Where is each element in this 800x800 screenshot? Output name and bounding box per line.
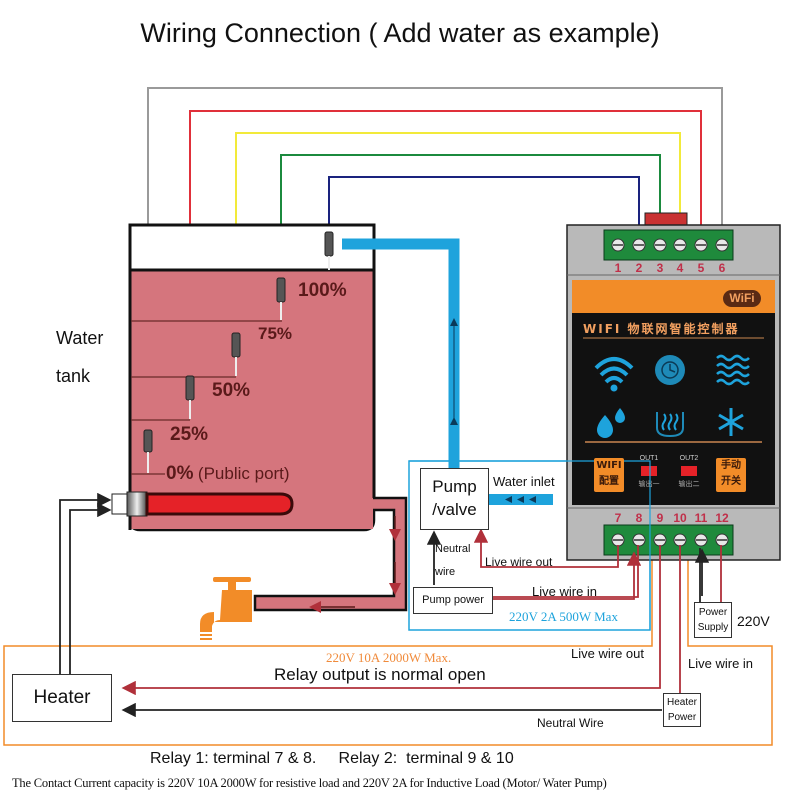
manual-switch-line1: 手动 [721,460,741,471]
terminal-number-7: 7 [614,511,622,525]
tank-label-line2: tank [56,366,91,386]
heater-neutral-label: Neutral Wire [537,716,604,730]
wifi-config-line1: WIFI [596,460,622,471]
heating-icon [656,412,684,438]
outflow-arrows [309,516,401,613]
water-tank [128,223,408,612]
out1-sub-label: 输出一 [638,480,660,488]
heater-live-out-label: Live wire out [571,646,644,661]
terminal-number-2: 2 [635,261,643,275]
wire-100pct-blue [328,176,640,240]
terminal-number-5: 5 [697,261,705,275]
relay-note-label: Relay output is normal open [274,665,486,684]
heater-wiring [59,492,722,718]
heater-circuit-frame [3,531,773,746]
pump-live-in-wire [493,551,642,600]
heater-element-icon [111,491,294,517]
terminal-number-6: 6 [718,261,726,275]
heater-power-line1: Heater [666,697,697,708]
water-inlet-label: Water inlet [493,474,555,489]
terminal-number-11: 11 [694,511,708,525]
probe-25-icon [185,375,195,419]
out2-led [681,466,697,476]
controller-device [566,212,781,561]
level-25-label: 25% [170,424,209,445]
water-drops-icon [597,408,625,438]
neutral-wire-label-2: wire [435,566,456,578]
terminal-number-8: 8 [635,511,643,525]
wifi-badge: WiFi [723,290,761,307]
heater-live-in-label: Live wire in [688,656,754,671]
level-50-label: 50% [212,380,251,401]
display-icons [594,354,750,438]
level-0-suffix: (Public port) [197,464,290,483]
terminal-number-3: 3 [656,261,664,275]
manual-switch-line2: 开关 [721,476,741,487]
pump-live-out-label: Live wire out [485,555,553,569]
terminal-number-1: 1 [614,261,622,275]
pump-rating-label: 220V 2A 500W Max [509,609,618,624]
neutral-wire-label-1: Neutral [435,543,471,555]
probe-50-icon [231,332,241,376]
faucet-icon [200,577,252,640]
water-pipe [342,238,553,505]
terminal-number-10: 10 [673,511,687,525]
pump-live-in-label: Live wire in [532,584,598,599]
capacity-note: The Contact Current capacity is 220V 10A… [12,776,607,790]
clock-icon [655,355,685,385]
out2-sub-label: 输出二 [678,480,700,488]
power-supply-line1: Power [698,607,728,618]
out2-label: OUT2 [679,455,699,462]
level-0-label: 0% (Public port) [166,463,290,485]
wifi-icon [594,357,634,392]
level-100-label: 100% [298,280,347,301]
device-banner: WIFI 物联网智能控制器 [583,322,740,336]
heater-power-line2: Power [667,712,697,723]
probe-100-icon [324,231,334,270]
relay-terminals-note: Relay 1: terminal 7 & 8. Relay 2: termin… [150,750,514,767]
probe-75-icon [276,277,286,320]
top-terminal-screws [611,238,729,252]
pump-valve-box: Pump /valve [420,468,489,530]
pump-power-box: Pump power [413,587,493,614]
heater-power-box: Heater Power [663,693,701,727]
out1-indicator-line [409,460,651,630]
power-supply-line2: Supply [697,622,729,633]
heater-rating-label: 220V 10A 2000W Max. [326,650,452,665]
out1-label: OUT1 [639,455,659,462]
level-probes [143,231,334,473]
out1-led [641,466,657,476]
pump-label-line1: Pump [432,477,477,496]
waves-icon [716,354,750,386]
tank-label-line1: Water [56,328,104,348]
pump-label-line2: /valve [432,500,477,519]
diagram-title: Wiring Connection ( Add water as example… [140,18,660,48]
terminal-number-4: 4 [676,261,684,275]
probe-0-icon [143,429,153,473]
power-supply-box: Power Supply [694,602,732,638]
manual-switch-button[interactable]: 手动 开关 [716,458,746,492]
terminal-number-12: 12 [715,511,729,525]
snowflake-icon [718,408,744,436]
wifi-config-line2: 配置 [599,476,619,487]
level-0-percent: 0% [166,463,194,484]
level-75-label: 75% [258,324,293,343]
terminal-number-9: 9 [656,511,664,525]
heater-box: Heater [12,674,112,722]
wifi-config-button[interactable]: WIFI 配置 [594,458,624,492]
power-supply-voltage: 220V [737,613,770,629]
wire-75pct-green [280,154,661,280]
